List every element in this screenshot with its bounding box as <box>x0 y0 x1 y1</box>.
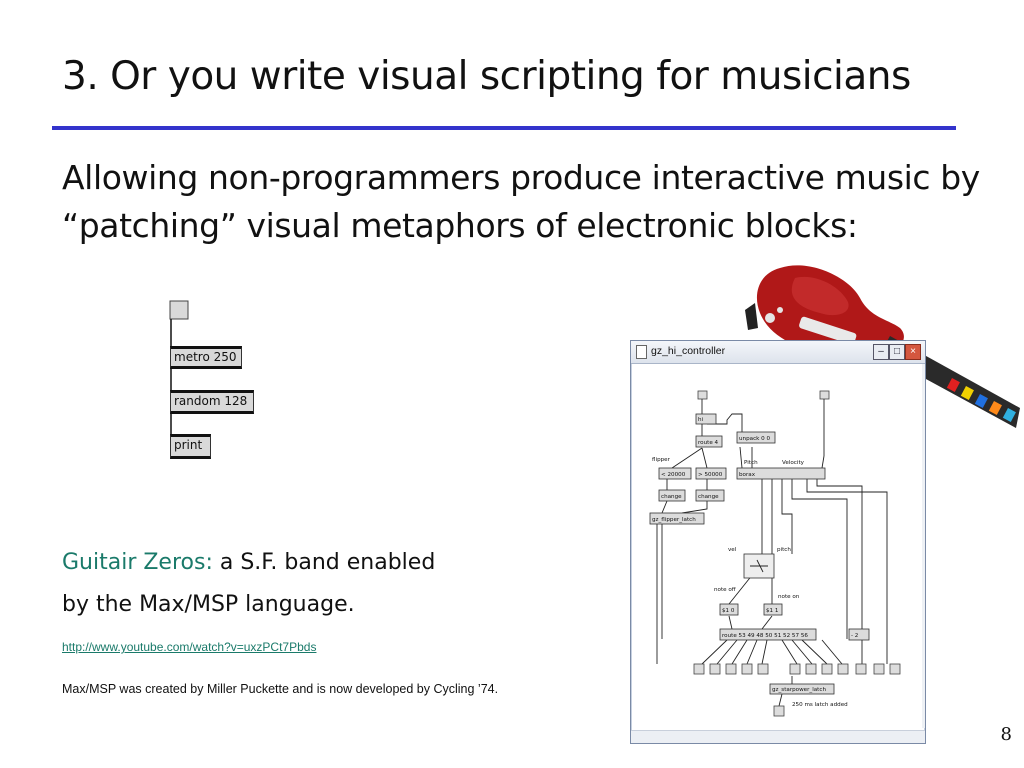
obj-lt: < 20000 <box>661 472 686 478</box>
obj-change-2: change <box>698 494 719 500</box>
label-note-on: note on <box>778 594 800 600</box>
obj-s1-0: $1 0 <box>722 608 735 614</box>
obj-route4: route 4 <box>698 440 719 446</box>
document-icon <box>636 345 647 359</box>
obj-minus-2: - 2 <box>851 633 858 639</box>
label-latch-note: 250 ms latch added <box>792 702 848 708</box>
simple-patch-diagram: metro 250 random 128 print <box>150 290 280 470</box>
label-pitch: Pitch <box>744 460 758 466</box>
close-icon[interactable]: × <box>905 344 921 360</box>
label-pitch-2: pitch <box>777 547 791 553</box>
patch-canvas: hi route 4 unpack 0 0 flipper Pitch Velo… <box>649 390 901 717</box>
patch-cords <box>169 300 189 435</box>
window-titlebar[interactable]: gz_hi_controller – □ × <box>631 341 925 364</box>
caption-line-1: a S.F. band enabled <box>212 550 436 575</box>
footnote: Max/MSP was created by Miller Puckette a… <box>62 682 499 696</box>
guitair-zeros-link[interactable]: Guitair Zeros: <box>62 550 213 575</box>
obj-borax: borax <box>739 472 756 478</box>
obj-flipper-latch: gz_flipper_latch <box>652 517 696 523</box>
youtube-link[interactable]: http://www.youtube.com/watch?v=uxzPCt7Pb… <box>62 640 317 654</box>
label-velocity: Velocity <box>782 460 805 466</box>
page-number: 8 <box>1000 724 1012 745</box>
window-statusbar <box>631 730 925 743</box>
obj-s1-1: $1 1 <box>766 608 779 614</box>
obj-gt: > 50000 <box>698 472 723 478</box>
maximize-icon[interactable]: □ <box>889 344 905 360</box>
label-vel: vel <box>728 547 737 553</box>
caption: Guitair Zeros: a S.F. band enabled by th… <box>62 542 435 626</box>
patch-object-print: print <box>170 434 211 459</box>
bang-toggle-box <box>169 300 189 320</box>
minimize-icon[interactable]: – <box>873 344 889 360</box>
obj-route-long: route 53 49 48 50 51 52 57 56 <box>722 633 808 639</box>
label-note-off: note off <box>714 587 736 593</box>
maxmsp-window: gz_hi_controller – □ × <box>630 340 926 744</box>
window-scrollbar[interactable] <box>922 364 925 728</box>
caption-line-2: by the Max/MSP language. <box>62 592 355 617</box>
title-divider <box>52 126 956 130</box>
obj-unpack: unpack 0 0 <box>739 436 770 442</box>
slide-subtitle: Allowing non-programmers produce interac… <box>62 158 980 245</box>
patch-object-random: random 128 <box>170 390 254 414</box>
obj-starpower-latch: gz_starpower_latch <box>772 687 826 693</box>
obj-hi: hi <box>698 417 704 423</box>
patch-object-metro: metro 250 <box>170 346 242 369</box>
slide-title: 3. Or you write visual scripting for mus… <box>62 54 911 99</box>
obj-change-1: change <box>661 494 682 500</box>
label-flipper: flipper <box>652 457 671 463</box>
window-title: gz_hi_controller <box>651 345 726 357</box>
